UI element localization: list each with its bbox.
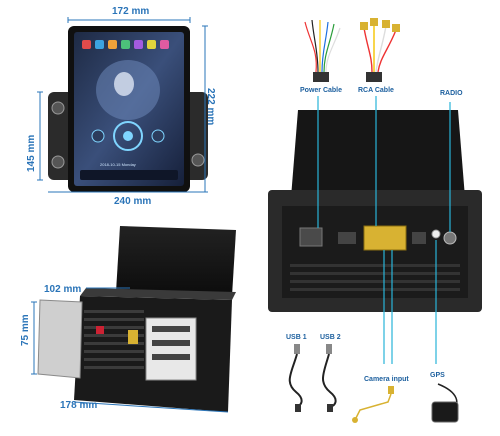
right-knob: [191, 153, 205, 167]
front-unit-drawing: [48, 26, 208, 192]
bottom-dock: [80, 170, 178, 180]
dim-depth-top: 102 mm: [44, 284, 82, 295]
camera-cable-drawing: [352, 386, 394, 423]
label-rca-cable: RCA Cable: [358, 87, 394, 94]
callout-lines: [317, 96, 451, 364]
label-power-cable: Power Cable: [300, 87, 343, 94]
dim-width-bottom: 240 mm: [114, 196, 152, 207]
app-icons-row: [82, 40, 169, 49]
radio-port: [443, 231, 457, 245]
dim-height-left: 145 mm: [26, 134, 37, 172]
gps-antenna-drawing: [431, 383, 459, 423]
power-port: [299, 227, 323, 247]
label-gps: GPS: [430, 372, 445, 379]
center-dial: [113, 121, 143, 151]
mounting-bracket: [37, 299, 83, 379]
dim-width-rear: 178 mm: [60, 400, 98, 411]
screen-back: [116, 226, 236, 296]
screen-date: 2018-10-15 Monday: [100, 162, 136, 167]
label-radio: RADIO: [440, 90, 463, 97]
rear-screen-back: [290, 110, 466, 210]
side-unit-drawing: [37, 226, 236, 412]
rear-unit-drawing: [268, 110, 482, 312]
tune-knob: [51, 155, 65, 169]
rca-cable-drawing: [360, 18, 400, 82]
dim-depth-side: 75 mm: [20, 314, 31, 346]
dim-height-right: 222 mm: [205, 88, 216, 126]
dimension-lines-front: [37, 17, 208, 193]
label-camera-input: Camera input: [364, 376, 409, 383]
label-usb1: USB 1: [286, 334, 307, 341]
usb1-cable-drawing: [288, 344, 303, 412]
volume-knob: [51, 101, 65, 115]
dimension-lines-side: [31, 287, 229, 413]
dim-width-top: 172 mm: [112, 6, 150, 17]
usb2-cable-drawing: [322, 344, 337, 412]
label-usb2: USB 2: [320, 334, 341, 341]
power-cable-drawing: [304, 19, 341, 82]
rca-port: [363, 225, 407, 251]
